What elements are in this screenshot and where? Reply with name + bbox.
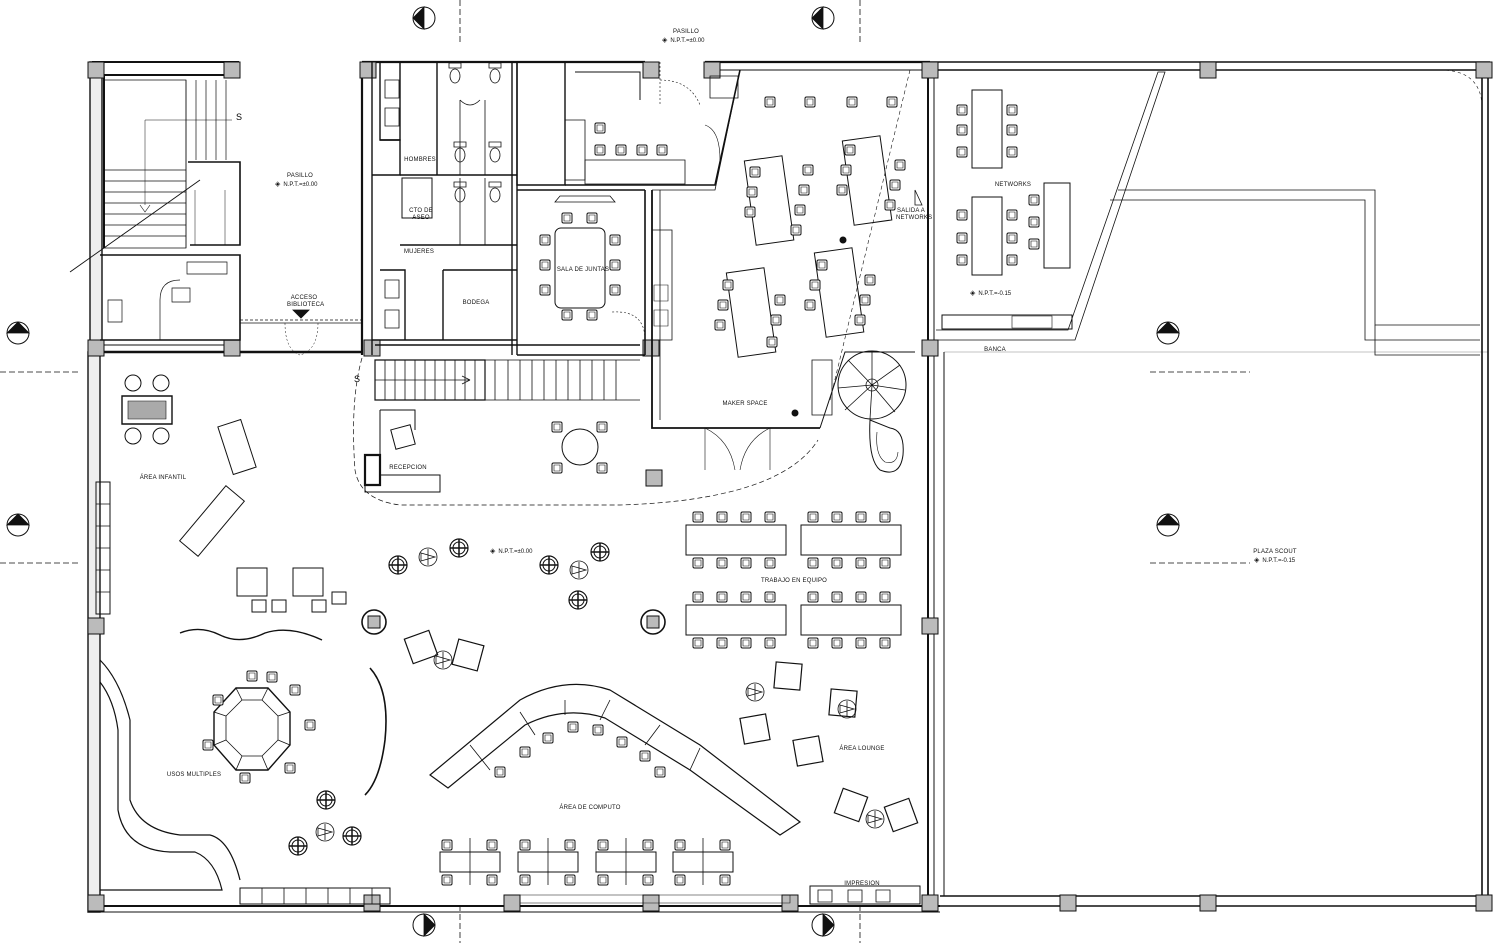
label-acceso-biblioteca: ACCESO BIBLIOTECA (287, 295, 325, 308)
label-cto-aseo: CTO DE ASEO (409, 208, 433, 221)
spiral-stair (838, 351, 906, 472)
label-area-computo: ÁREA DE COMPUTO (559, 805, 621, 811)
round-columns (362, 610, 665, 634)
reception (354, 358, 818, 505)
label-sala-juntas: SALA DE JUNTAS (556, 267, 610, 273)
label-usos-multiples: USOS MULTIPLES (166, 772, 222, 778)
section-label-1: CORTE (9, 329, 23, 334)
central-stair (375, 345, 640, 400)
library-access (240, 310, 362, 355)
label-impresion: IMPRESION (844, 881, 880, 887)
restrooms-block (362, 62, 517, 357)
multipurpose-area (100, 660, 386, 890)
meeting-room (517, 190, 645, 355)
label-trabajo-equipo: TRABAJO EN EQUIPO (760, 578, 828, 584)
label-mujeres: MUJERES (403, 249, 435, 255)
label-pasillo-left: PASILLO (287, 173, 313, 179)
section-marker-labels: CORTE CORTE CORTE CORTE (9, 329, 1173, 526)
level-center: N.P.T.=±0.00 (490, 547, 532, 555)
label-maker-space: MAKER SPACE (722, 401, 768, 407)
stair-up-mark-center: S (354, 374, 360, 384)
section-markers (0, 0, 1250, 943)
stair-up-mark-left: S (236, 112, 242, 122)
label-area-lounge: ÁREA LOUNGE (839, 746, 885, 752)
kitchenette (517, 62, 740, 185)
level-networks: N.P.T.=-0.15 (970, 289, 1011, 297)
label-networks: NETWORKS (994, 182, 1032, 188)
networks-area (915, 70, 1482, 355)
label-hombres: HOMBRES (404, 157, 436, 163)
level-top: N.P.T.=±0.00 (662, 36, 704, 44)
left-staircase (70, 80, 362, 340)
exterior-walls (88, 62, 1490, 912)
level-plaza: N.P.T.=-0.15 (1254, 556, 1295, 564)
maker-tables (726, 136, 891, 357)
section-label-4: CORTE (1159, 521, 1173, 526)
computer-area (240, 684, 920, 904)
label-banca: BANCA (984, 347, 1006, 353)
maker-space (652, 70, 915, 470)
label-salida-networks: SALIDA A NETWORKS (896, 208, 933, 221)
lounge-armchairs (404, 630, 917, 831)
teamwork-area (686, 511, 901, 649)
childrens-area (96, 375, 346, 640)
label-plaza-scout: PLAZA SCOUT (1253, 549, 1297, 555)
section-label-2: CORTE (9, 521, 23, 526)
label-area-infantil: ÁREA INFANTIL (139, 475, 187, 481)
label-bodega: BODEGA (462, 300, 490, 306)
level-left: N.P.T.=±0.00 (275, 180, 317, 188)
structural-columns (87, 61, 1493, 912)
label-recepcion: RECEPCION (389, 465, 427, 471)
label-pasillo-top: PASILLO (673, 29, 699, 35)
section-label-3: CORTE (1159, 329, 1173, 334)
